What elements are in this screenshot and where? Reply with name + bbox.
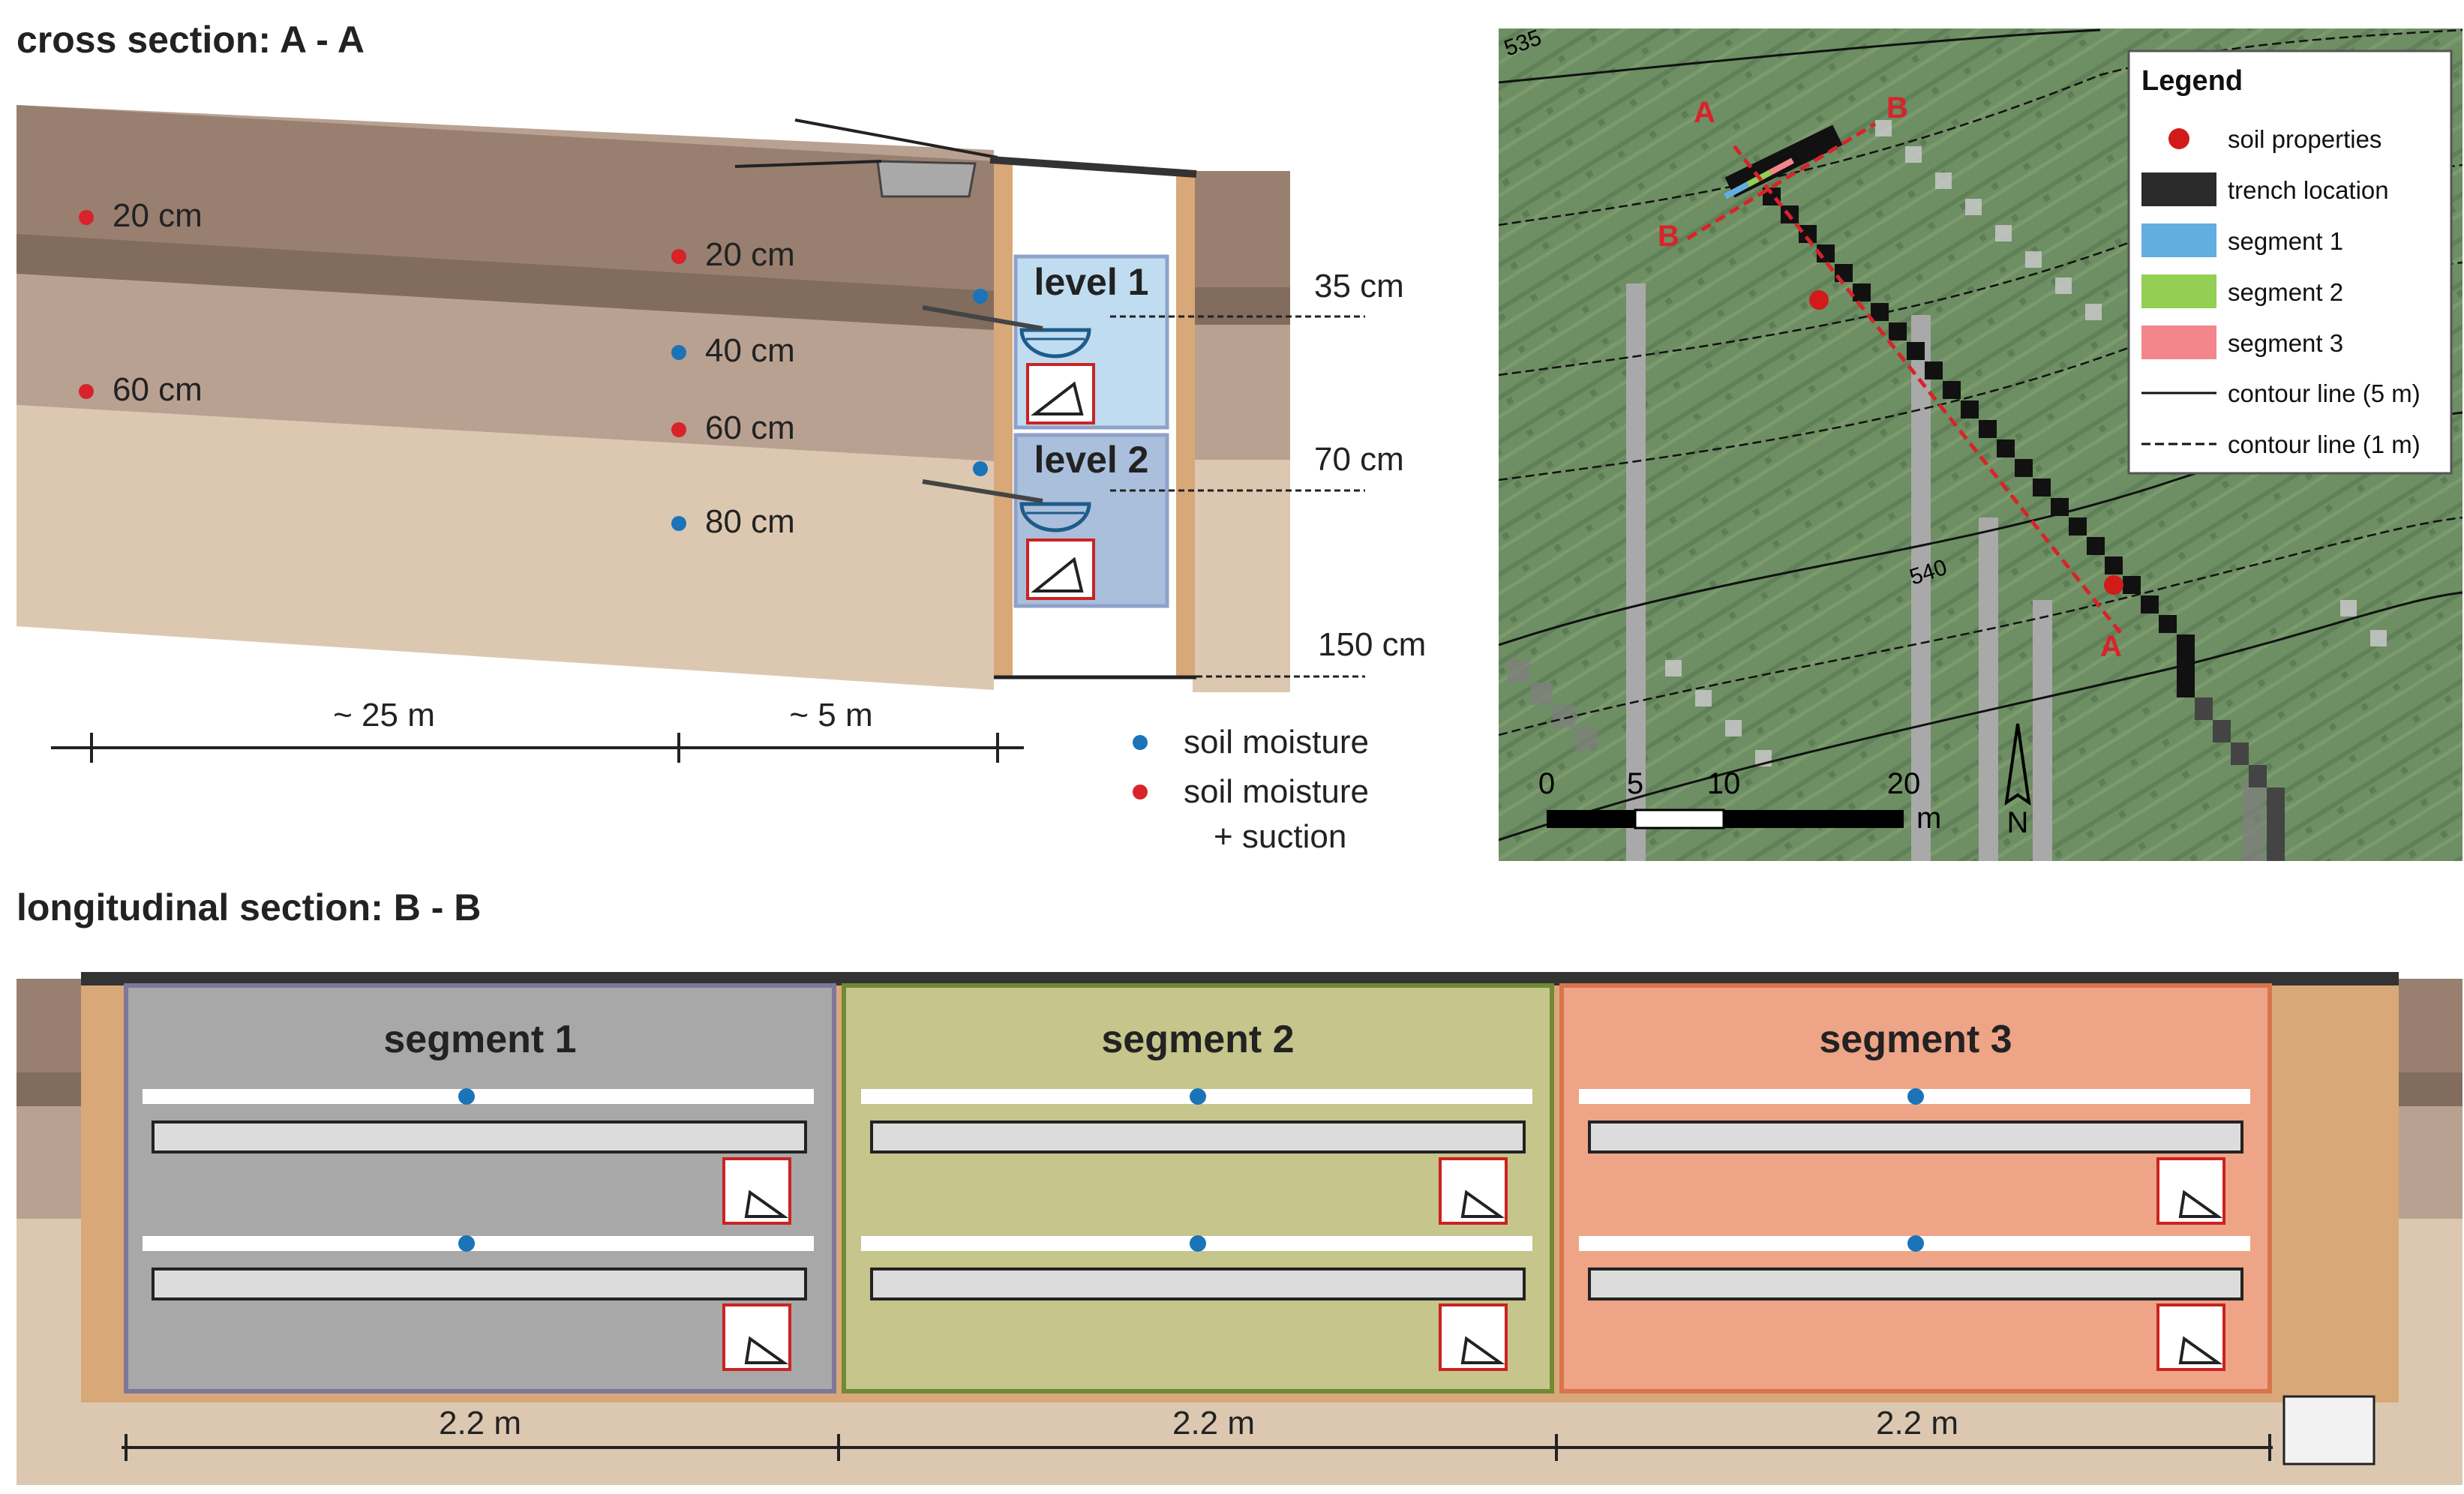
map-legend: Legend soil properties trench location s… bbox=[2127, 50, 2453, 475]
left-depth-2: 60 cm bbox=[113, 371, 203, 408]
segment-1-label: segment 1 bbox=[383, 1018, 576, 1061]
scale-tick-10: 10 bbox=[1707, 767, 1741, 800]
level-2-sensor bbox=[973, 461, 988, 476]
mid-depth-3: 60 cm bbox=[705, 410, 795, 446]
north-arrow: N bbox=[2004, 723, 2031, 839]
depth-mark-70: 70 cm bbox=[1314, 441, 1404, 478]
scale-tick-5: 5 bbox=[1627, 767, 1643, 800]
length-segment-1: 2.2 m bbox=[439, 1405, 521, 1442]
legend-suction: + suction bbox=[1214, 818, 1346, 855]
map-scale-bar: 0 5 10 20 m bbox=[1538, 767, 1941, 835]
distance-25m: ~ 25 m bbox=[333, 697, 435, 734]
segment-3-label: segment 3 bbox=[1819, 1018, 2012, 1061]
mid-depth-4: 80 cm bbox=[705, 503, 795, 540]
map-legend-title: Legend bbox=[2141, 65, 2243, 97]
map-section-a-top: A bbox=[1694, 96, 1715, 129]
mid-sensors: 20 cm 40 cm 60 cm 80 cm bbox=[671, 236, 795, 540]
depth-mark-35: 35 cm bbox=[1314, 268, 1404, 304]
legend-soil-moisture: soil moisture bbox=[1184, 724, 1369, 760]
cross-section-distance: ~ 25 m ~ 5 m bbox=[51, 697, 1024, 763]
legend-soil-moisture-suction: soil moisture bbox=[1184, 773, 1369, 810]
legend-contour-5m: contour line (5 m) bbox=[2228, 380, 2420, 407]
cross-section-soil bbox=[17, 105, 1290, 692]
cross-section-title: cross section: A - A bbox=[17, 19, 365, 61]
mid-depth-2: 40 cm bbox=[705, 332, 795, 369]
sensor-legend: soil moisture soil moisture + suction bbox=[1133, 724, 1369, 855]
segment-1-box: segment 1 bbox=[124, 983, 836, 1394]
depth-mark-150: 150 cm bbox=[1318, 626, 1426, 663]
legend-segment-2: segment 2 bbox=[2228, 278, 2343, 306]
north-label: N bbox=[2007, 806, 2029, 839]
segment-2-label: segment 2 bbox=[1101, 1018, 1294, 1061]
mid-depth-1: 20 cm bbox=[705, 236, 795, 273]
map-section-b-left: B bbox=[1658, 220, 1679, 253]
longitudinal-title: longitudinal section: B - B bbox=[17, 886, 481, 928]
length-segment-3: 2.2 m bbox=[1876, 1405, 1958, 1442]
legend-segment-1: segment 1 bbox=[2228, 227, 2343, 255]
segment-2-box: segment 2 bbox=[842, 983, 1554, 1394]
scale-tick-20: 20 bbox=[1887, 767, 1921, 800]
distance-5m: ~ 5 m bbox=[789, 697, 872, 734]
legend-segment-3: segment 3 bbox=[2228, 329, 2343, 357]
legend-trench-location: trench location bbox=[2228, 176, 2389, 204]
length-segment-2: 2.2 m bbox=[1172, 1405, 1255, 1442]
segment-plates bbox=[143, 1088, 2250, 1371]
map-section-b-top: B bbox=[1886, 92, 1908, 124]
depth-marks: 35 cm 70 cm 150 cm bbox=[1110, 268, 1426, 678]
longitudinal-lengths: 2.2 m 2.2 m 2.2 m bbox=[122, 1405, 2273, 1461]
legend-soil-properties: soil properties bbox=[2228, 125, 2381, 153]
left-depth-1: 20 cm bbox=[113, 197, 203, 234]
level-1-label: level 1 bbox=[1034, 261, 1149, 303]
scale-tick-0: 0 bbox=[1538, 767, 1555, 800]
map-section-a-bottom: A bbox=[2100, 630, 2122, 663]
segment-3-box: segment 3 bbox=[1559, 983, 2272, 1394]
level-2: level 2 bbox=[922, 433, 1169, 608]
scale-unit: m bbox=[1916, 802, 1941, 835]
level-1: level 1 bbox=[922, 254, 1169, 430]
level-2-label: level 2 bbox=[1034, 439, 1149, 481]
legend-contour-1m: contour line (1 m) bbox=[2228, 430, 2420, 458]
left-sensors: 20 cm 60 cm bbox=[79, 197, 203, 408]
level-1-sensor bbox=[973, 289, 988, 304]
